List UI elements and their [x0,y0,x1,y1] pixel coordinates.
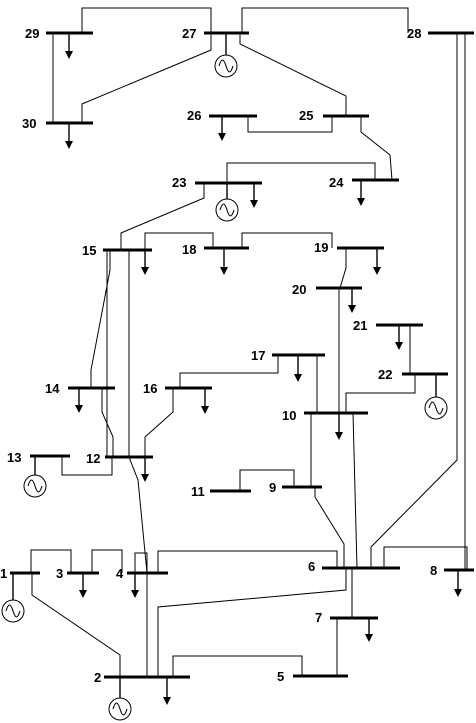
branch-14-15 [90,250,111,388]
branch-18-19 [241,232,333,248]
bus-label-4: 4 [116,566,124,581]
loads [65,33,462,705]
load-arrow-icon-bus-19 [373,248,381,275]
load-arrow-icon-bus-8 [454,570,462,597]
generator-icon-bus-1 [1,573,25,623]
branch-9-11 [239,469,295,491]
bus-label-5: 5 [277,669,284,684]
bus-label-28: 28 [407,26,421,41]
load-arrow-icon-bus-18 [220,248,228,275]
bus-label-12: 12 [86,451,100,466]
branch-19-20 [339,248,347,289]
branch-24-25 [360,116,393,181]
bus-label-3: 3 [56,566,63,581]
branch-4-12 [128,250,148,574]
load-arrow-icon-bus-16 [201,388,209,414]
generators [1,33,448,721]
branch-2-6 [157,568,347,677]
branch-15-18 [144,232,214,250]
branch-1-3 [30,549,72,573]
branch-28-27 [241,7,409,33]
bus-labels: 1 2 3 4 5 6 7 8 9 10 11 12 13 14 15 16 1… [0,26,437,685]
generator-icon-bus-22 [424,374,448,420]
bus-label-19: 19 [314,240,328,255]
branch-1-2 [31,573,121,677]
bus-label-23: 23 [172,175,186,190]
bus-label-7: 7 [315,610,322,625]
generator-icon-bus-23 [215,183,239,222]
bus-label-9: 9 [269,480,276,495]
bus-label-11: 11 [191,484,205,499]
branch-6-10 [352,412,358,569]
bus-label-30: 30 [22,116,36,131]
bus-label-2: 2 [94,670,101,685]
load-arrow-icon-bus-2 [163,677,171,705]
load-arrow-icon-bus-24 [357,180,365,206]
generator-icon-bus-27 [214,33,238,78]
branch-25-26 [247,116,333,133]
load-arrow-icon-bus-30 [65,123,73,149]
bus-label-14: 14 [45,381,60,396]
branch-15-23 [120,183,205,250]
bus-label-13: 13 [7,450,21,465]
bus-label-10: 10 [282,408,296,423]
bus-label-20: 20 [292,282,306,297]
branch-16-17 [179,355,279,388]
generator-icon-bus-13 [23,456,47,498]
bus-label-18: 18 [182,242,196,257]
branch-6-28 [370,33,458,568]
bus-label-8: 8 [430,563,437,578]
load-arrow-icon-bus-17 [294,355,302,382]
bus-label-25: 25 [299,108,313,123]
bus-label-21: 21 [353,318,367,333]
bus-label-16: 16 [143,381,157,396]
bus-label-17: 17 [251,348,265,363]
branch-2-4 [134,552,148,677]
branch-4-6 [157,550,338,573]
branch-3-4 [91,549,123,573]
bus-label-1: 1 [0,566,7,581]
load-arrow-icon-bus-3 [79,573,87,598]
branch-12-16 [144,388,174,457]
load-arrow-icon-bus-15 [141,250,149,275]
bus-label-15: 15 [82,243,96,258]
branch-27-30 [81,33,212,123]
load-arrow-icon-bus-26 [218,116,226,141]
load-arrow-icon-bus-12 [141,457,149,482]
branch-10-22 [345,374,416,413]
bus-label-6: 6 [308,559,315,574]
bus-label-29: 29 [25,26,39,41]
load-arrow-icon-bus-10 [335,413,343,440]
load-arrow-icon-bus-21 [395,325,403,350]
load-arrow-icon-bus-4 [131,573,139,598]
load-arrow-icon-bus-20 [348,288,356,313]
load-arrow-icon-bus-29 [65,33,73,59]
bus-label-24: 24 [329,175,344,190]
branch-25-27 [239,33,347,116]
branch-2-5 [172,655,303,677]
bus-label-26: 26 [187,108,201,123]
branch-27-29 [81,7,212,33]
branch-6-8 [383,546,468,570]
load-arrow-icon-bus-7 [365,618,373,642]
branches [30,7,468,677]
bus-label-27: 27 [182,26,196,41]
load-arrow-icon-bus-23 [250,183,258,208]
generator-icon-bus-2 [108,677,132,721]
bus-bars [10,31,474,679]
bus-label-22: 22 [378,367,392,382]
branch-23-24 [226,162,376,183]
load-arrow-icon-bus-14 [75,388,83,413]
branch-12-13 [61,456,113,476]
branch-6-9 [314,487,345,568]
